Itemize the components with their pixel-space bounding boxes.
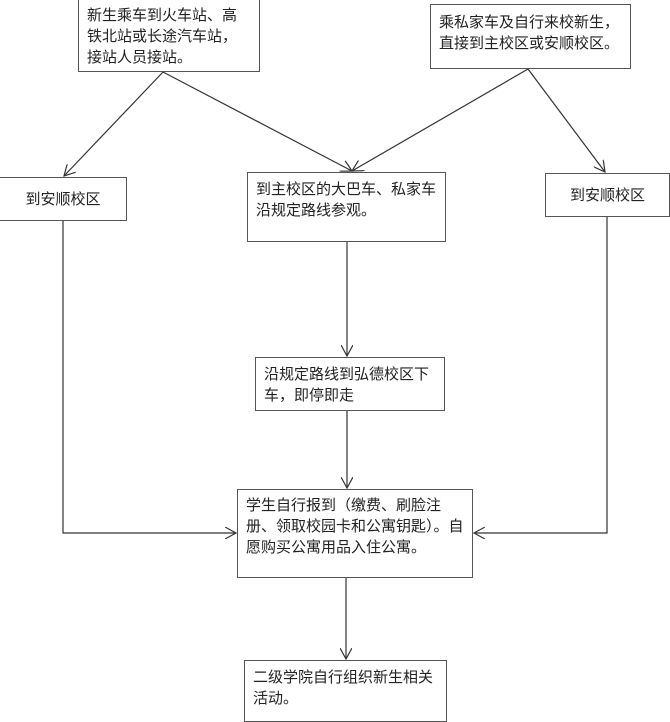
node-text: 乘私家车及自行来校新生，直接到主校区或安顺校区。 [439,13,620,52]
node-student-self-report: 学生自行报到（缴费、刷脸注册、领取校园卡和公寓钥匙）。自愿购买公寓用品入住公寓。 [237,489,473,578]
node-text: 学生自行报到（缴费、刷脸注册、领取校园卡和公寓钥匙）。自愿购买公寓用品入住公寓。 [246,496,464,556]
node-start-private-car: 乘私家车及自行来校新生，直接到主校区或安顺校区。 [430,4,631,69]
node-hongde-campus-dropoff: 沿规定路线到弘德校区下车，即停即走 [255,357,445,411]
node-text: 到主校区的大巴车、私家车沿规定路线参观。 [256,180,437,219]
node-text: 到安顺校区 [569,185,645,204]
edge-start-car-to-main [352,68,529,171]
node-anshun-campus-left: 到安顺校区 [0,177,127,221]
node-college-activities: 二级学院自行组织新生相关活动。 [244,660,447,722]
edge-start-rail-to-main [162,71,352,171]
node-main-campus-tour: 到主校区的大巴车、私家车沿规定路线参观。 [247,172,446,242]
edge-anshun-left-to-report [62,221,236,533]
node-text: 沿规定路线到弘德校区下车，即停即走 [264,365,430,404]
node-text: 新生乘车到火车站、高铁北站或长途汽车站，接站人员接站。 [87,6,238,66]
edge-start-car-to-anshun-right [527,68,605,172]
edge-anshun-right-to-report [474,217,608,533]
node-text: 到安顺校区 [25,189,101,208]
node-text: 二级学院自行组织新生相关活动。 [253,668,434,707]
node-start-rail-arrival: 新生乘车到火车站、高铁北站或长途汽车站，接站人员接站。 [78,0,260,72]
edge-start-rail-to-anshun-left [64,71,164,176]
node-anshun-campus-right: 到安顺校区 [545,173,670,217]
